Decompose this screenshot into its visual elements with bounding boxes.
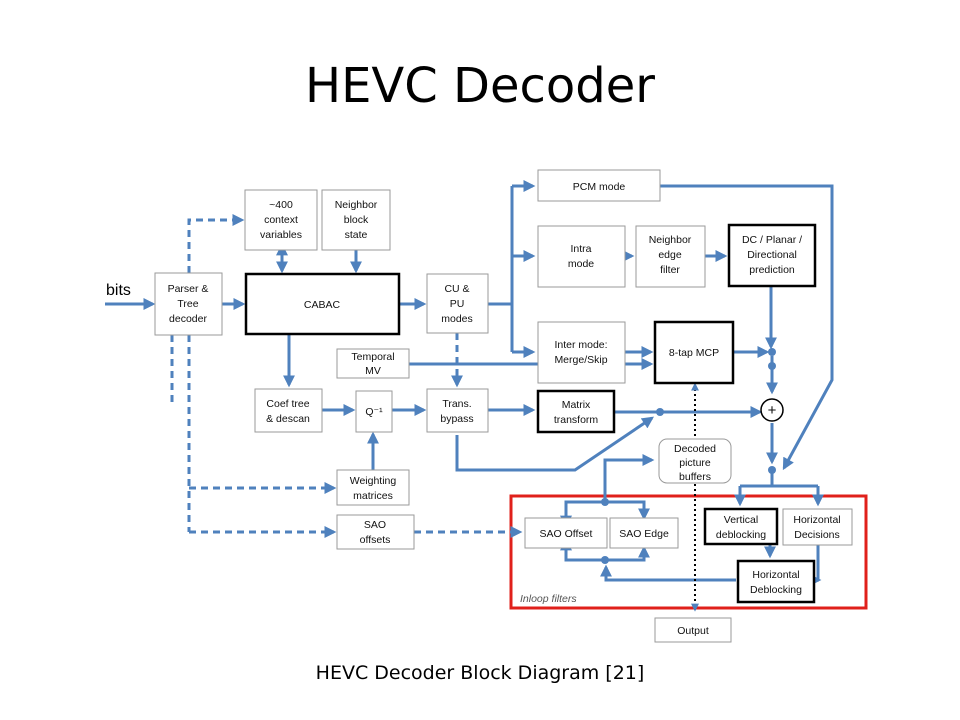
svg-text:Coef tree& descan: Coef tree& descan	[266, 398, 310, 425]
inloop-filters-frame	[509, 494, 868, 610]
svg-text:Q⁻¹: Q⁻¹	[365, 406, 383, 418]
block-inter-mode: Inter mode:Merge/Skip	[537, 321, 626, 384]
bits-input-label: bits	[106, 282, 131, 299]
block-8-tap-mcp: 8-tap MCP	[653, 320, 735, 385]
diagram-caption: HEVC Decoder Block Diagram [21]	[315, 662, 645, 684]
svg-text:Trans.bypass: Trans.bypass	[440, 398, 473, 425]
block-cabac: CABAC	[244, 272, 401, 336]
svg-text:+: +	[768, 402, 777, 419]
junction-dot	[656, 408, 664, 416]
junction-dot	[768, 466, 776, 474]
junction-dot	[601, 498, 609, 506]
svg-text:Inter mode:Merge/Skip: Inter mode:Merge/Skip	[554, 339, 607, 366]
block-inverse-quant: Q⁻¹	[355, 390, 393, 433]
junction-dot	[768, 362, 776, 370]
block-adder: +	[760, 398, 784, 422]
svg-text:PCM mode: PCM mode	[573, 181, 626, 193]
slide-title: HEVC Decoder	[304, 58, 655, 114]
inloop-filters-label: Inloop filters	[520, 593, 577, 605]
block-coef-tree-descan: Coef tree& descan	[254, 388, 323, 433]
junction-dot	[601, 556, 609, 564]
block-output: Output	[654, 617, 732, 643]
block-sao-edge: SAO Edge	[609, 517, 679, 549]
block-trans-bypass: Trans.bypass	[426, 388, 489, 433]
connectors	[105, 180, 834, 612]
junction-dot	[768, 348, 776, 356]
svg-text:CABAC: CABAC	[304, 299, 341, 311]
svg-text:SAO Edge: SAO Edge	[619, 528, 669, 540]
svg-text:Output: Output	[677, 625, 709, 637]
svg-text:SAO Offset: SAO Offset	[540, 528, 593, 540]
svg-text:8-tap MCP: 8-tap MCP	[669, 347, 719, 359]
block-pcm-mode: PCM mode	[537, 169, 661, 202]
block-sao-offset: SAO Offset	[524, 517, 608, 549]
